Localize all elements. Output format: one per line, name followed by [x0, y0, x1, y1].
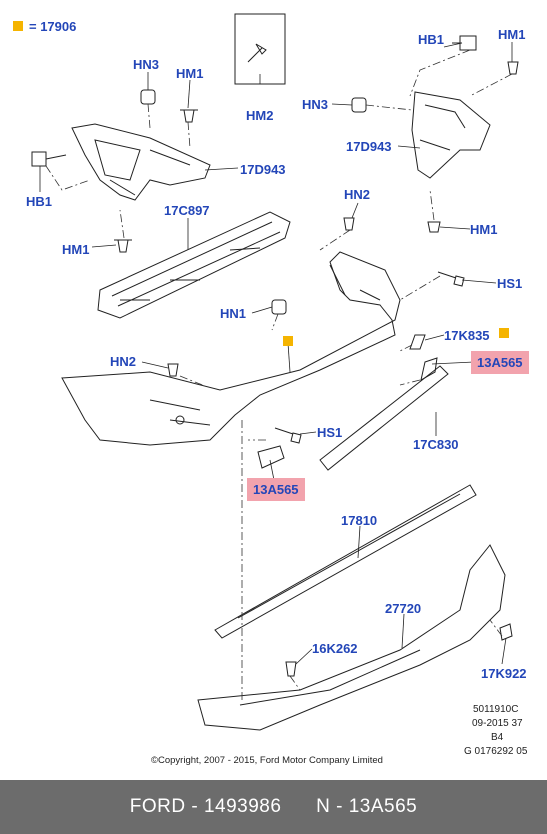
label-hm1-right-top: HM1	[498, 27, 526, 42]
hm2-screw	[247, 43, 267, 63]
label-13a565-right: 13A565	[471, 351, 529, 374]
c897-beam	[97, 211, 291, 319]
ref-line-2: 09-2015 37	[472, 718, 523, 729]
footer-bar: FORD - 1493986 N - 13A565	[0, 780, 547, 834]
bumper-cover	[61, 251, 401, 446]
label-hn3-left: HN3	[133, 57, 160, 72]
label-16k262: 16K262	[312, 641, 358, 656]
marker-bumper	[283, 336, 293, 346]
marker-17k835	[499, 328, 509, 338]
label-hn1: HN1	[220, 306, 247, 321]
label-hm1-top-left: HM1	[176, 66, 204, 81]
label-hn3-right: HN3	[302, 97, 329, 112]
label-hb1-left: HB1	[26, 194, 53, 209]
legend-text: = 17906	[29, 19, 77, 34]
p17810-strip	[214, 484, 477, 639]
c830-strip	[319, 365, 449, 471]
label-13a565-center: 13A565	[247, 478, 305, 501]
parts-diagram: = 17906 HN3 HM1 HB1 HM1 17D943 17C897 HM…	[13, 13, 529, 766]
ref-line-3: B4	[491, 732, 504, 743]
hn3-left-nut	[140, 89, 156, 105]
label-hn2-mid: HN2	[344, 187, 371, 202]
label-17810: 17810	[341, 513, 378, 528]
footer-part-number: FORD - 1493986	[129, 796, 282, 817]
copyright-text: ©Copyright, 2007 - 2015, Ford Motor Comp…	[151, 755, 383, 766]
a565-center-pad	[257, 445, 285, 469]
diagram-drawing	[31, 13, 519, 731]
hm2-box	[234, 13, 286, 85]
label-27720: 27720	[385, 601, 422, 616]
label-17k922: 17K922	[481, 666, 527, 681]
label-hn2-left: HN2	[110, 354, 137, 369]
label-hs1-center: HS1	[317, 425, 343, 440]
label-17c830: 17C830	[413, 437, 459, 452]
label-hs1-right: HS1	[497, 276, 523, 291]
legend-marker	[13, 21, 23, 31]
label-hb1-right: HB1	[418, 32, 445, 47]
ref-line-1: 5011910C	[473, 704, 519, 715]
label-17d943-right: 17D943	[346, 139, 392, 154]
label-17d943-left: 17D943	[240, 162, 286, 177]
left-bracket	[71, 123, 211, 201]
footer-spacer	[281, 796, 316, 818]
label-hm2: HM2	[246, 108, 274, 123]
label-hm1-left-lower: HM1	[62, 242, 90, 257]
ref-line-4: G 0176292 05	[464, 746, 528, 757]
label-hm1-right-lower: HM1	[470, 222, 498, 237]
footer-n-number: N - 13A565	[316, 796, 418, 817]
label-17k835: 17K835	[444, 328, 490, 343]
label-17c897: 17C897	[164, 203, 210, 218]
p27720-skirt	[197, 544, 506, 731]
right-bracket	[411, 91, 491, 179]
